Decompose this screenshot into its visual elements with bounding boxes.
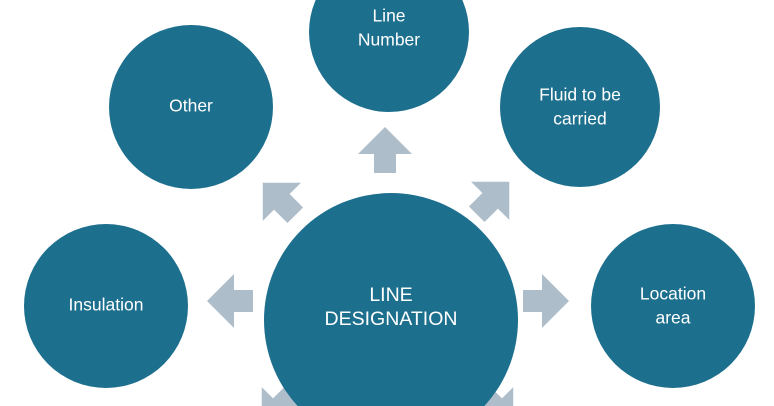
node-fluid-to-be-carried-circle: [500, 27, 660, 187]
node-location-area-label-line-1: Location: [640, 284, 706, 304]
node-line-designation-circle: [264, 193, 518, 406]
node-line-designation-label-line-1: LINE: [369, 284, 412, 306]
arrow-right-icon: [523, 274, 569, 328]
node-location-area-circle: [591, 224, 755, 388]
node-line-number-label-line-1: Line: [372, 6, 405, 26]
node-fluid-to-be-carried[interactable]: Fluid to be carried: [500, 27, 660, 187]
node-location-area-label-line-2: area: [655, 308, 690, 328]
node-line-designation-hub[interactable]: LINE DESIGNATION: [264, 193, 518, 406]
node-fluid-to-be-carried-label-line-1: Fluid to be: [539, 85, 621, 105]
node-line-designation-label-line-2: DESIGNATION: [325, 308, 458, 330]
node-location-area[interactable]: Location area: [591, 224, 755, 388]
node-other[interactable]: Other: [109, 25, 273, 189]
arrow-up-left-icon: [262, 182, 304, 224]
node-insulation[interactable]: Insulation: [24, 224, 188, 388]
node-insulation-circle: [24, 224, 188, 388]
arrow-up-icon: [358, 127, 412, 173]
node-other-label: Other: [169, 96, 213, 116]
node-insulation-label: Insulation: [69, 295, 144, 315]
arrow-up-right-icon: [468, 181, 510, 223]
node-fluid-to-be-carried-label-line-2: carried: [553, 109, 607, 129]
node-other-circle: [109, 25, 273, 189]
node-line-number[interactable]: Line Number: [309, 0, 469, 112]
arrow-left-icon: [207, 274, 253, 328]
node-line-number-label-line-2: Number: [358, 30, 420, 50]
node-line-number-circle: [309, 0, 469, 112]
